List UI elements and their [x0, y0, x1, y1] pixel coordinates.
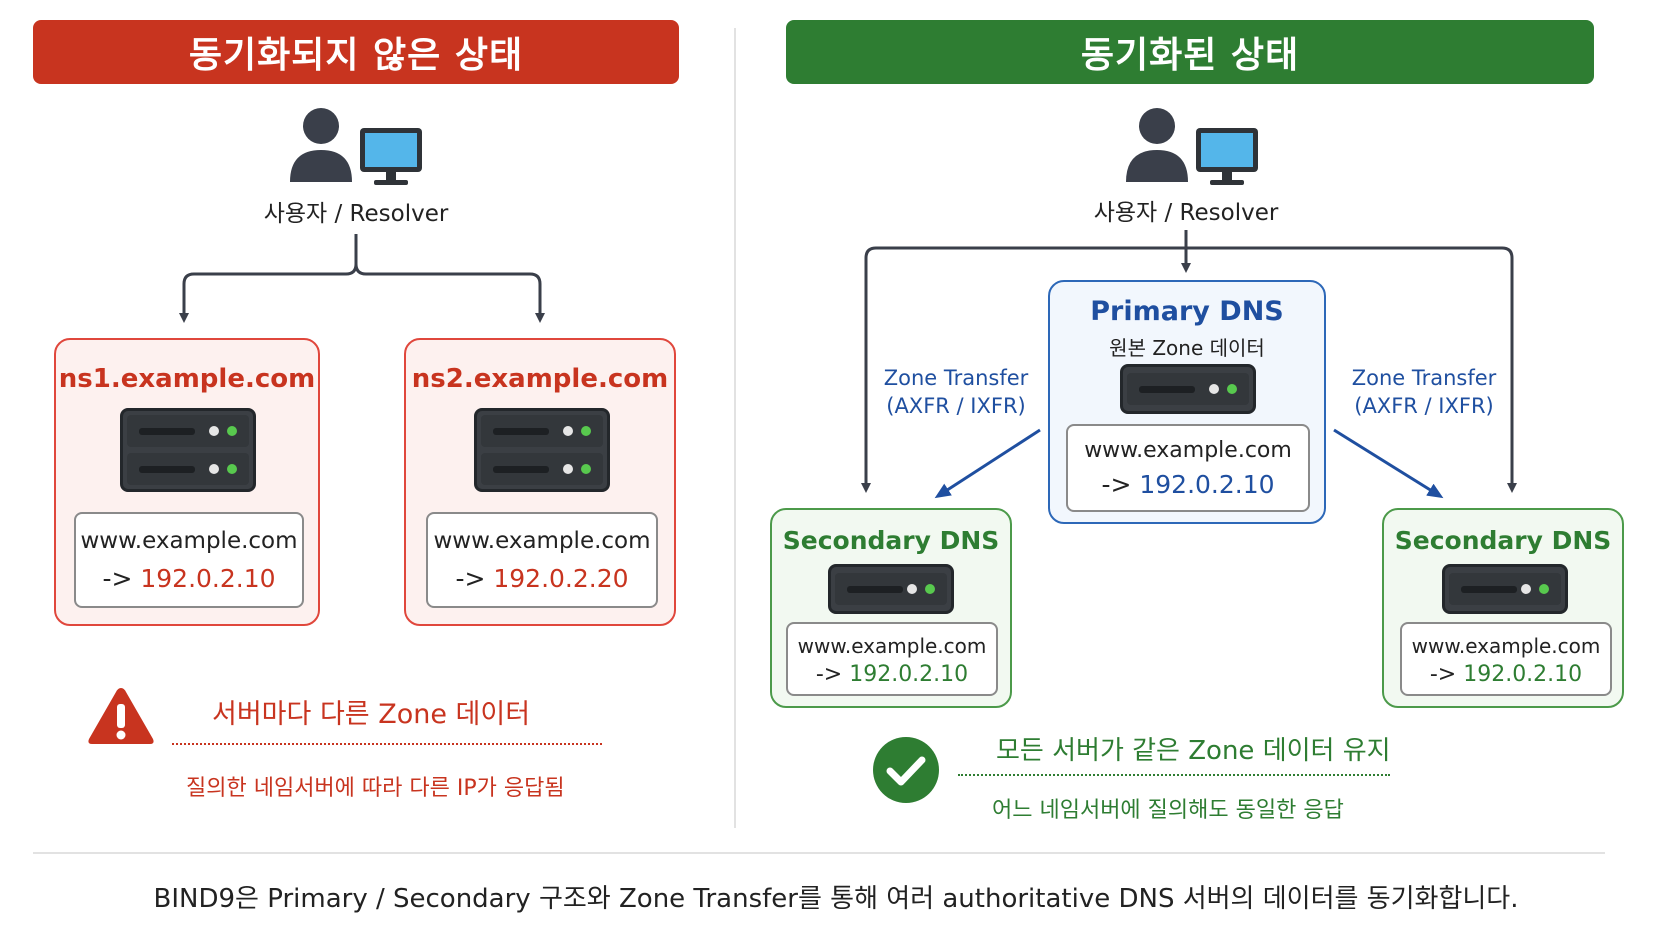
primary-title: Primary DNS: [1090, 296, 1284, 327]
record-arrow: ->: [455, 564, 486, 593]
record-ip: 192.0.2.10: [1139, 470, 1275, 499]
check-icon: [873, 737, 939, 803]
user-icon: [1126, 108, 1188, 182]
ok-sub: 어느 네임서버에 질의해도 동일한 응답: [992, 798, 1344, 823]
server-icon: [120, 408, 256, 492]
warning-title: 서버마다 다른 Zone 데이터: [212, 699, 531, 730]
record-host: www.example.com: [433, 528, 651, 554]
monitor-icon: [360, 128, 422, 185]
left-tree-stem: [179, 234, 358, 323]
transfer-label-line1: Zone Transfer: [883, 366, 1029, 390]
record-host: www.example.com: [1084, 438, 1292, 463]
warning-icon: [88, 688, 154, 744]
transfer-label-line2: (AXFR / IXFR): [1354, 394, 1494, 418]
transfer-arrow-left: [934, 428, 1041, 499]
ok-title: 모든 서버가 같은 Zone 데이터 유지: [996, 736, 1391, 766]
record-arrow: ->: [1101, 470, 1132, 499]
warning-divider: [172, 743, 602, 745]
ok-divider: [958, 774, 1390, 776]
footer-caption: BIND9은 Primary / Secondary 구조와 Zone Tran…: [153, 884, 1519, 914]
record-ip: 192.0.2.20: [493, 564, 629, 593]
record-ip: 192.0.2.10: [140, 564, 276, 593]
ns1-title: ns1.example.com: [58, 364, 316, 394]
server-icon: [1120, 364, 1256, 414]
ns1-record: www.example.com -> 192.0.2.10: [74, 512, 304, 608]
user-icon: [290, 108, 352, 182]
secondary-title: Secondary DNS: [782, 526, 1000, 555]
transfer-arrow-right: [1333, 428, 1444, 499]
server-icon: [474, 408, 610, 492]
record-host: www.example.com: [797, 634, 987, 658]
secondary1-record: www.example.com -> 192.0.2.10: [786, 622, 998, 696]
primary-record: www.example.com -> 192.0.2.10: [1066, 424, 1310, 512]
ns1-server-box: ns1.example.com www.example.com -> 192.0…: [54, 338, 320, 626]
ns2-title: ns2.example.com: [411, 364, 669, 394]
ns2-server-box: ns2.example.com www.example.com -> 192.0…: [404, 338, 676, 626]
primary-subtitle: 원본 Zone 데이터: [1109, 336, 1265, 360]
transfer-label-left: Zone Transfer (AXFR / IXFR): [876, 364, 1036, 420]
monitor-icon: [1196, 128, 1258, 185]
secondary-dns-box-2: Secondary DNS www.example.com -> 192.0.2…: [1382, 508, 1624, 708]
record-host: www.example.com: [1411, 634, 1601, 658]
transfer-label-line2: (AXFR / IXFR): [886, 394, 1026, 418]
synced-banner: 동기화된 상태: [786, 20, 1594, 84]
vertical-divider: [734, 28, 736, 828]
left-user-label: 사용자 / Resolver: [263, 201, 449, 227]
horizontal-divider: [33, 852, 1605, 854]
primary-dns-box: Primary DNS 원본 Zone 데이터 www.example.com …: [1048, 280, 1326, 524]
left-tree-right-branch: [354, 263, 545, 323]
right-tree-left: [861, 246, 1186, 493]
record-arrow: ->: [1429, 662, 1457, 687]
secondary-dns-box-1: Secondary DNS www.example.com -> 192.0.2…: [770, 508, 1012, 708]
ns2-record: www.example.com -> 192.0.2.20: [426, 512, 658, 608]
right-tree-right: [1186, 246, 1517, 493]
secondary2-record: www.example.com -> 192.0.2.10: [1400, 622, 1612, 696]
warning-sub: 질의한 네임서버에 따라 다른 IP가 응답됨: [186, 776, 565, 801]
unsynced-banner: 동기화되지 않은 상태: [33, 20, 679, 84]
transfer-label-right: Zone Transfer (AXFR / IXFR): [1344, 364, 1504, 420]
right-user-label: 사용자 / Resolver: [1093, 200, 1279, 226]
secondary-title: Secondary DNS: [1394, 526, 1612, 555]
record-arrow: ->: [102, 564, 133, 593]
record-ip: 192.0.2.10: [849, 662, 969, 687]
server-icon: [1442, 564, 1568, 614]
record-host: www.example.com: [80, 528, 298, 554]
record-arrow: ->: [815, 662, 843, 687]
record-ip: 192.0.2.10: [1463, 662, 1583, 687]
transfer-label-line1: Zone Transfer: [1351, 366, 1497, 390]
server-icon: [828, 564, 954, 614]
